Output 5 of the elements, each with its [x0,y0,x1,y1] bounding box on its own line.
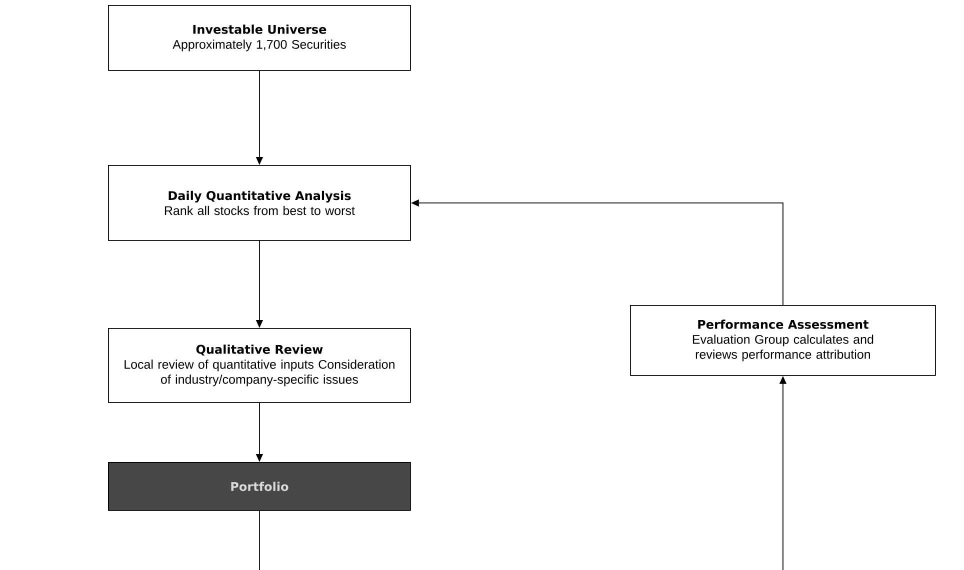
process-box: Daily Quantitative Analysis Rank all stocks from best to worst [108,165,411,241]
process-box: Performance Assessment Evaluation Group calculates and reviews performance attribution [630,305,936,376]
process-box: Qualitative Review Local review of quantitative inputs Consideration of industry/company-specific issues [108,328,411,403]
process-box: Investable Universe Approximately 1,700 Securities [108,5,411,71]
dark-box: Portfolio [108,462,411,511]
